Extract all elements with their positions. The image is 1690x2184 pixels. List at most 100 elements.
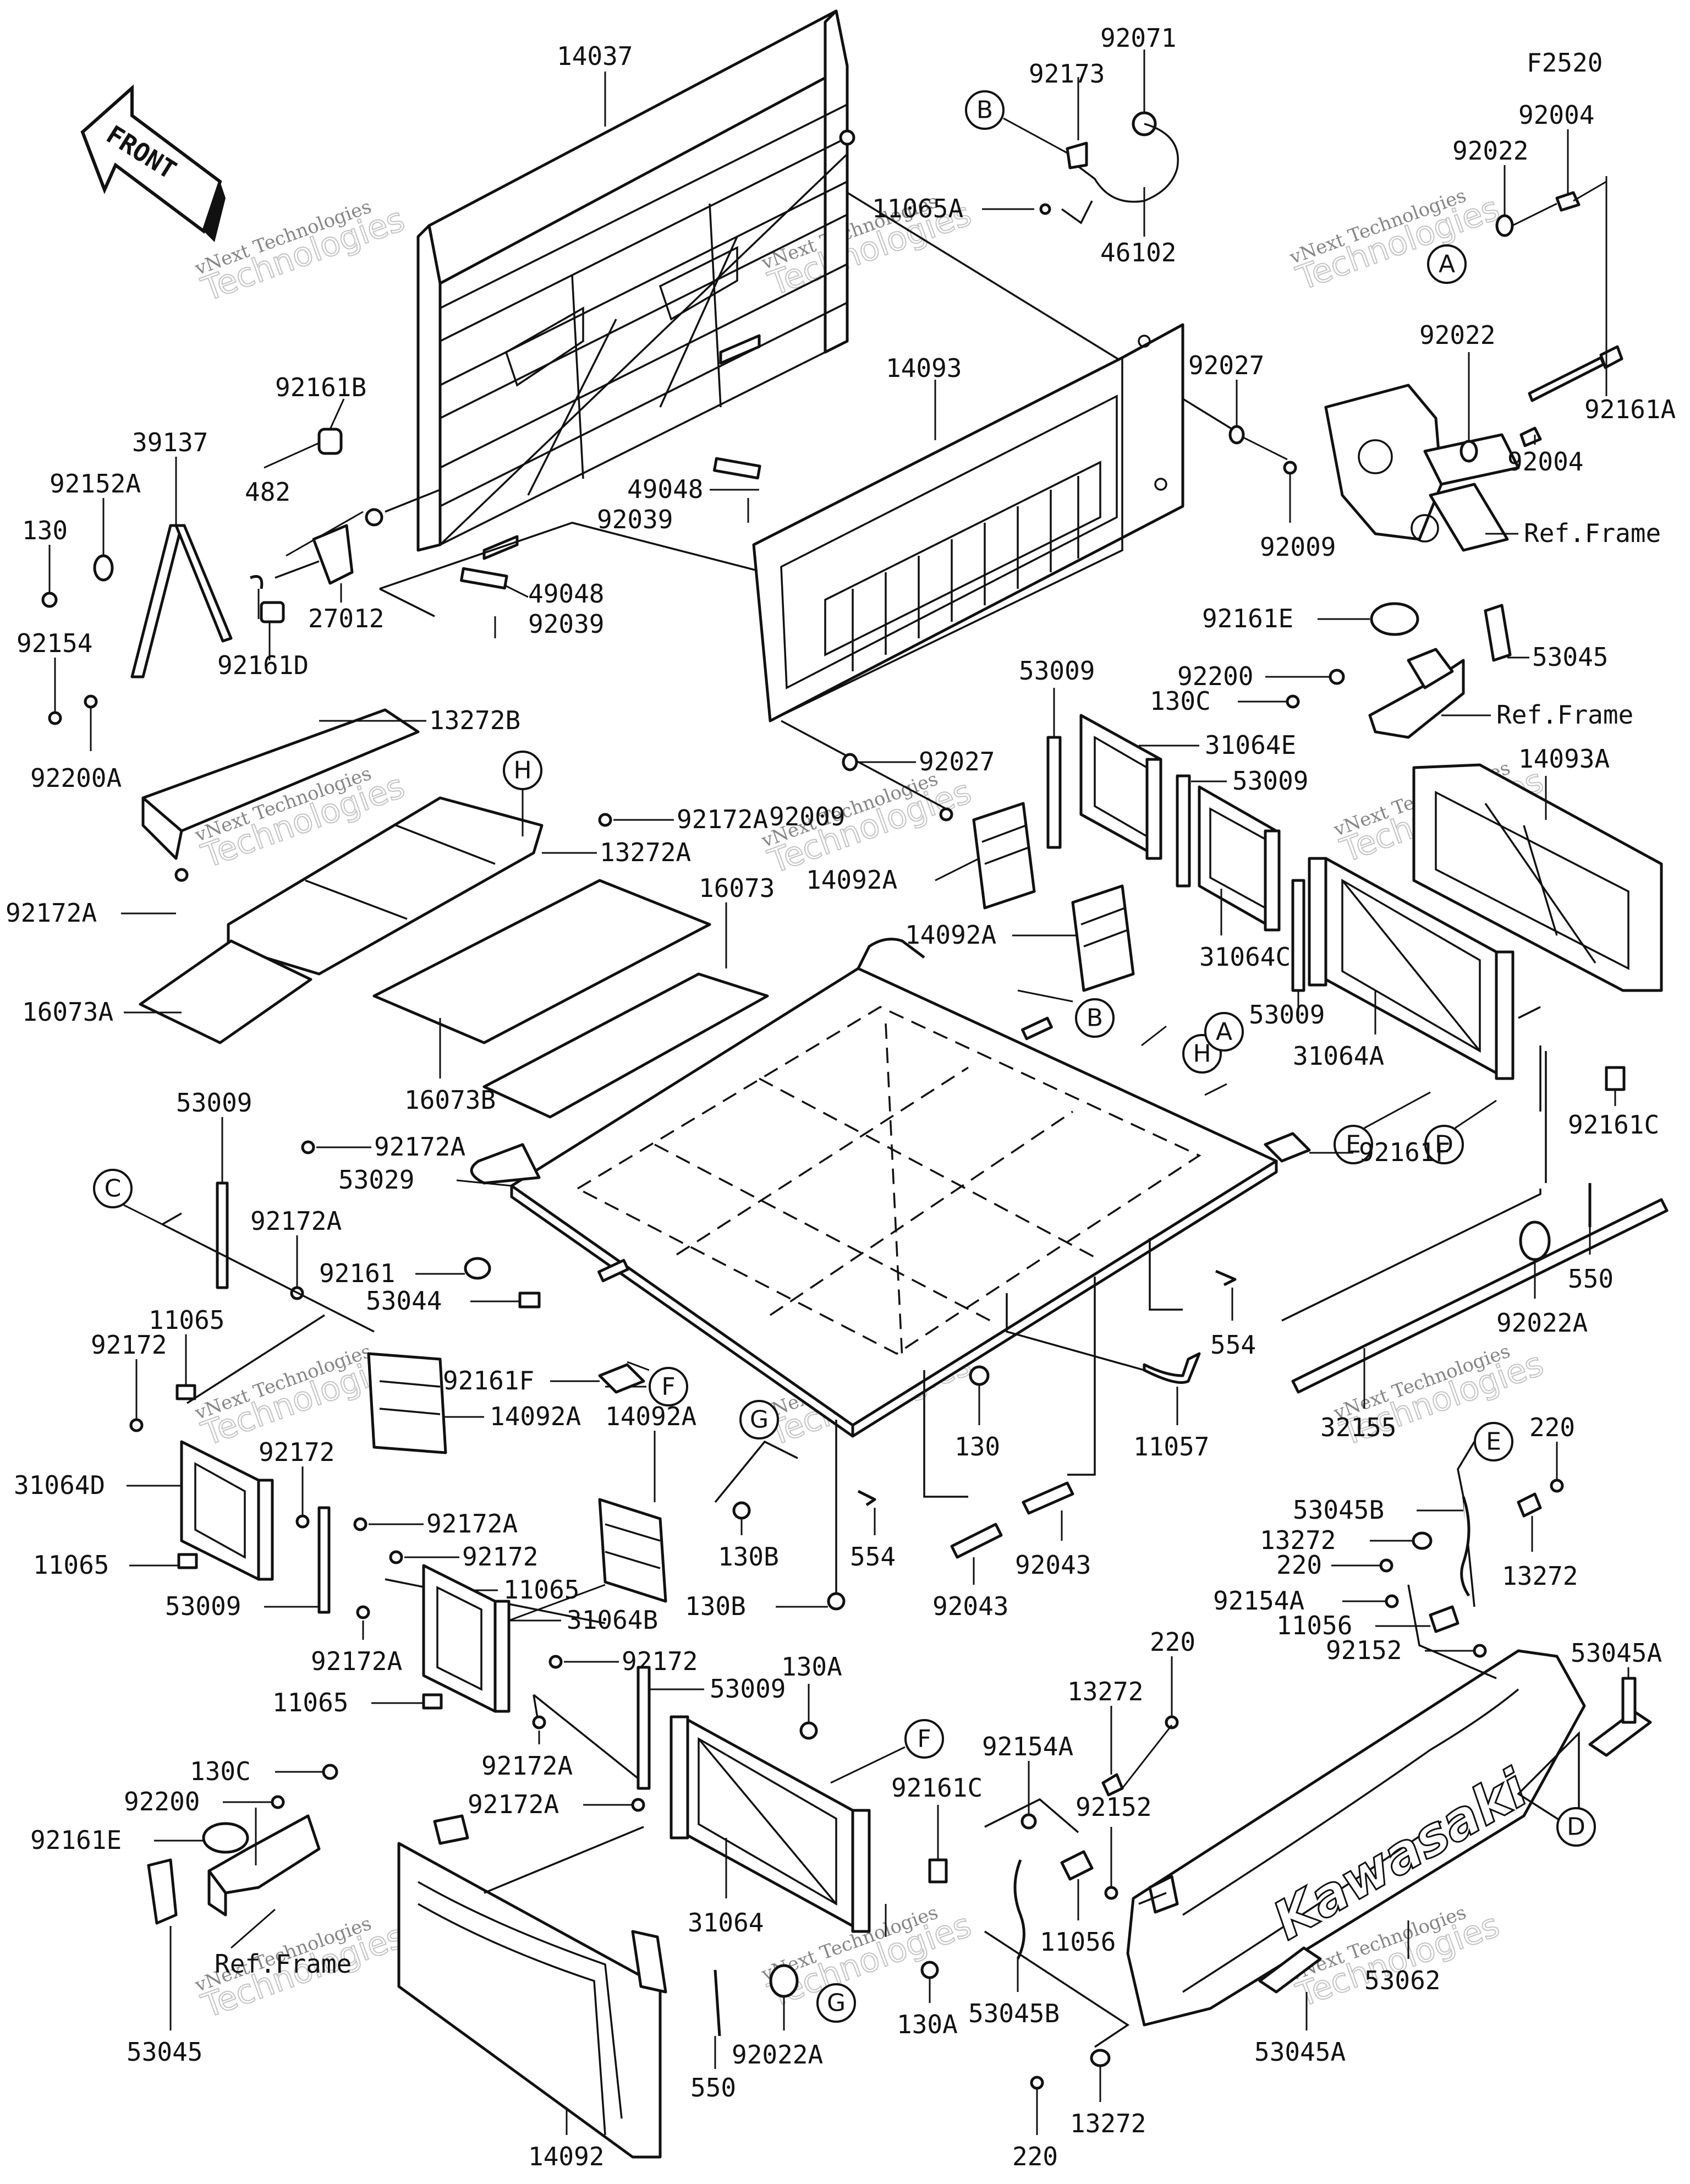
callout-g-text: G xyxy=(827,1989,846,2017)
label-92154A: 92154A xyxy=(1213,1586,1304,1616)
bracket-line xyxy=(162,1212,182,1225)
label-14092A: 14092A xyxy=(490,1402,581,1431)
label-53045A: 53045A xyxy=(1571,1638,1662,1668)
label-31064D: 31064D xyxy=(14,1470,105,1500)
part-130A-icon xyxy=(799,1721,818,1740)
label-92172: 92172 xyxy=(462,1542,538,1572)
callout-e xyxy=(1474,1422,1513,1462)
label-92172A: 92172A xyxy=(677,804,768,834)
part-14092A-panel xyxy=(1071,884,1135,992)
label-92172A: 92172A xyxy=(481,1751,573,1781)
label-92009: 92009 xyxy=(769,802,845,831)
label-92027: 92027 xyxy=(919,747,995,776)
part-130-icon xyxy=(969,1365,990,1386)
part-92161A-pin xyxy=(1528,345,1623,402)
callout-g xyxy=(739,1400,779,1439)
bracket-line xyxy=(1281,1189,1541,1322)
label-11065: 11065 xyxy=(503,1575,579,1605)
label-31064C: 31064C xyxy=(1199,942,1291,972)
label-92200: 92200 xyxy=(124,1787,200,1816)
part-31064B-bracket xyxy=(422,1564,511,1713)
label-92172A: 92172A xyxy=(468,1789,559,1819)
label-46102: 46102 xyxy=(1100,238,1176,267)
part-11065-icon xyxy=(177,1553,198,1569)
label-92161E: 92161E xyxy=(30,1825,122,1855)
callout-b xyxy=(965,90,1005,130)
label-220: 220 xyxy=(1529,1413,1575,1442)
label-130B: 130B xyxy=(718,1542,779,1572)
label-92043: 92043 xyxy=(932,1591,1008,1621)
callout-e-text: E xyxy=(1486,1428,1501,1456)
part-554-clip xyxy=(857,1490,876,1507)
label-31064: 31064 xyxy=(688,1908,764,1937)
part-31064A-gate-frame xyxy=(1308,857,1515,1080)
part-482-icon xyxy=(250,575,264,589)
label-14037: 14037 xyxy=(557,41,633,71)
label-11056: 11056 xyxy=(1040,1927,1116,1957)
label-130C: 130C xyxy=(1150,686,1211,716)
label-53045B: 53045B xyxy=(1293,1495,1384,1525)
callout-d-text: D xyxy=(1435,1131,1453,1159)
label-31064A: 31064A xyxy=(1293,1041,1384,1071)
part-31064-gate-frame xyxy=(670,1715,871,1933)
label-92172: 92172 xyxy=(91,1330,167,1360)
label-11065A: 11065A xyxy=(872,194,963,223)
label-92172A: 92172A xyxy=(6,898,97,928)
label-53009: 53009 xyxy=(1019,656,1095,686)
label-53009: 53009 xyxy=(1249,1000,1325,1030)
label-16073B: 16073B xyxy=(404,1085,496,1115)
label-14093: 14093 xyxy=(886,353,962,383)
label-92022A: 92022A xyxy=(732,2040,823,2070)
part-130B-icon xyxy=(827,1592,846,1611)
label-53009: 53009 xyxy=(165,1591,241,1621)
callout-e-text: E xyxy=(1346,1131,1361,1159)
label-11065: 11065 xyxy=(33,1550,109,1580)
part-92152-icon xyxy=(1104,1886,1118,1900)
label-92152: 92152 xyxy=(1076,1792,1151,1822)
part-ref-frame-top xyxy=(1324,384,1520,552)
front-arrow-icon: FRONT xyxy=(80,84,226,242)
part-14093-tailgate xyxy=(752,323,1184,722)
label-53044: 53044 xyxy=(366,1286,442,1316)
label-92154A: 92154A xyxy=(982,1732,1073,1761)
part-130A-icon xyxy=(920,1961,939,1979)
callout-a-text: A xyxy=(1216,1018,1232,1046)
label-92161: 92161 xyxy=(319,1258,395,1288)
label-13272: 13272 xyxy=(1070,2109,1146,2138)
label-11057: 11057 xyxy=(1133,1432,1209,1462)
part-14092A-panel xyxy=(367,1352,447,1454)
part-554-clip xyxy=(1215,1269,1237,1287)
bracket-line xyxy=(923,1370,968,1498)
label-14092A: 14092A xyxy=(605,1402,696,1431)
callout-b xyxy=(1075,998,1115,1038)
callout-a xyxy=(1427,244,1467,284)
part-92161D-icon xyxy=(260,601,285,623)
part-53009-strip xyxy=(1291,879,1305,992)
part-92161E-icon xyxy=(1370,602,1419,636)
part-13272B-cover xyxy=(141,708,420,860)
part-14037-rack xyxy=(365,9,855,560)
label-13272: 13272 xyxy=(1260,1525,1336,1555)
part-11065-icon xyxy=(422,1693,443,1710)
part-92200-icon xyxy=(1329,669,1345,685)
part-14092-side-panel xyxy=(397,1814,667,2159)
part-49048-icon xyxy=(460,567,508,590)
part-220-icon xyxy=(1379,1558,1393,1573)
label-554: 554 xyxy=(850,1542,896,1572)
part-53009-strip xyxy=(1046,736,1062,849)
label-92022: 92022 xyxy=(1419,320,1495,350)
label-92161A: 92161A xyxy=(1584,395,1676,424)
label-14093A: 14093A xyxy=(1518,744,1610,774)
part-49048-icon xyxy=(713,457,761,480)
part-31064D-bracket xyxy=(180,1440,274,1581)
label-92004: 92004 xyxy=(1518,100,1594,130)
part-92200A-icon xyxy=(84,694,98,709)
label-14092: 14092 xyxy=(528,2142,604,2171)
ref-frame-label: Ref.Frame xyxy=(215,1949,352,1979)
part-13272-icon xyxy=(1412,1531,1433,1550)
bracket-line xyxy=(162,1223,375,1333)
label-130C: 130C xyxy=(190,1756,251,1786)
part-16073B-mat xyxy=(372,879,711,1044)
label-220: 220 xyxy=(1150,1627,1195,1657)
part-92027-icon xyxy=(842,753,858,771)
